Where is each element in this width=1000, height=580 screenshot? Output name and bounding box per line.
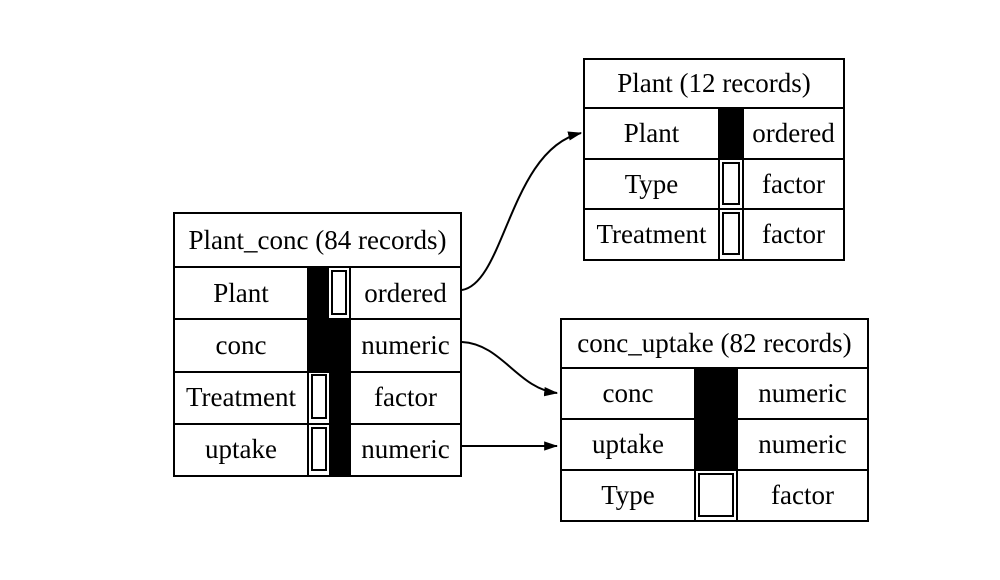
field-name-cell: Treatment bbox=[585, 210, 720, 260]
field-type-cell: numeric bbox=[736, 420, 867, 469]
non-key-cell bbox=[331, 270, 347, 315]
field-row-plant: Plant ordered bbox=[585, 107, 843, 158]
non-key-cell bbox=[722, 162, 740, 205]
field-type-cell: numeric bbox=[736, 369, 867, 418]
arrow-plantconc-plant-to-plant bbox=[461, 131, 583, 291]
field-type-cell: factor bbox=[742, 210, 843, 260]
table-plant-conc: Plant_conc (84 records) Plant ordered co… bbox=[173, 212, 462, 477]
field-name-cell: Plant bbox=[585, 109, 720, 158]
non-key-cell bbox=[311, 427, 327, 471]
field-name-cell: conc bbox=[562, 369, 696, 418]
key1-bar bbox=[309, 266, 329, 371]
non-key-cell bbox=[311, 374, 327, 419]
key2-bar bbox=[329, 318, 349, 475]
field-type-cell: numeric bbox=[349, 320, 460, 371]
field-type-cell: ordered bbox=[349, 268, 460, 319]
table-title: Plant_conc (84 records) bbox=[188, 224, 447, 255]
field-row-type: Type factor bbox=[562, 469, 867, 520]
field-name-cell: uptake bbox=[175, 424, 309, 475]
table-plant: Plant (12 records) Plant ordered Type fa… bbox=[583, 58, 845, 261]
field-type-cell: ordered bbox=[742, 109, 843, 158]
key1-bar bbox=[720, 107, 742, 159]
field-type-cell: numeric bbox=[349, 424, 460, 475]
field-name-cell: conc bbox=[175, 320, 309, 371]
field-row-treatment: Treatment factor bbox=[585, 208, 843, 260]
field-type-cell: factor bbox=[736, 471, 867, 520]
field-name-cell: uptake bbox=[562, 420, 696, 469]
key1-bar bbox=[696, 367, 736, 469]
arrow-plantconc-conc-to-concuptake bbox=[461, 341, 559, 397]
field-row-treatment: Treatment factor bbox=[175, 370, 460, 423]
field-name-cell: Type bbox=[585, 159, 720, 209]
table-conc-uptake: conc_uptake (82 records) conc numeric up… bbox=[560, 318, 869, 522]
table-title: conc_uptake (82 records) bbox=[577, 328, 852, 358]
field-name-cell: Treatment bbox=[175, 372, 309, 423]
non-key-cell bbox=[698, 473, 734, 517]
field-row-type: Type factor bbox=[585, 157, 843, 209]
field-name-cell: Plant bbox=[175, 268, 309, 319]
field-type-cell: factor bbox=[349, 372, 460, 423]
table-title: Plant (12 records) bbox=[617, 68, 811, 98]
field-name-cell: Type bbox=[562, 471, 696, 520]
non-key-cell bbox=[722, 212, 740, 255]
field-row-uptake: uptake numeric bbox=[175, 422, 460, 475]
field-type-cell: factor bbox=[742, 159, 843, 209]
